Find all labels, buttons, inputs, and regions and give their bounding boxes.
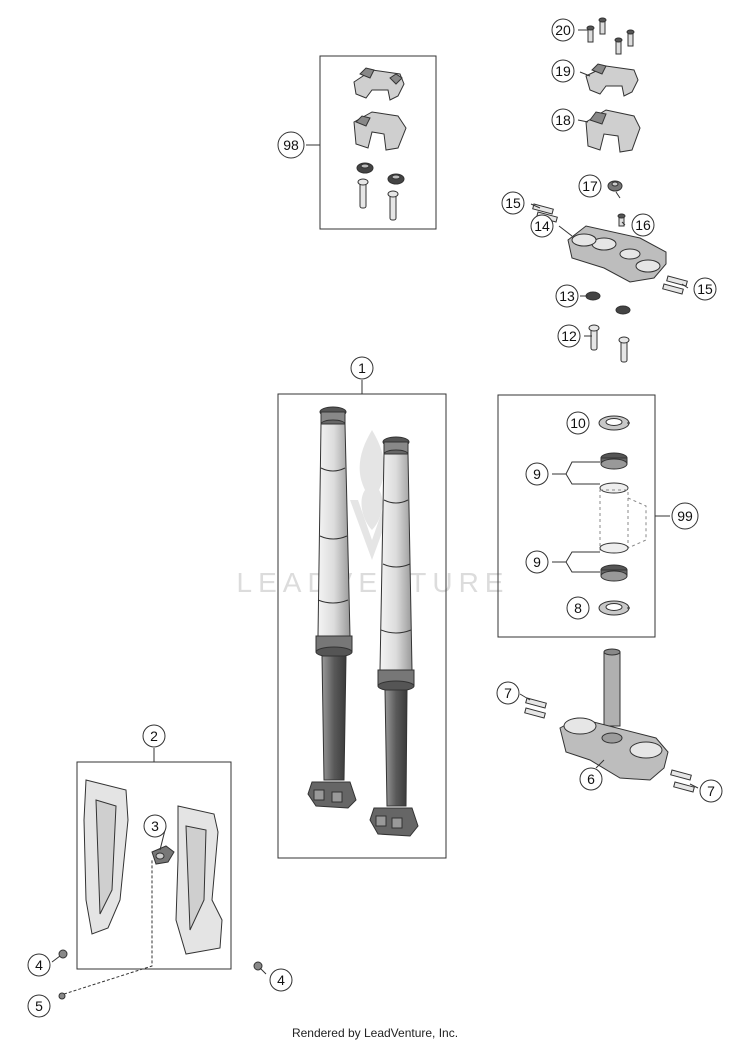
- svg-text:7: 7: [707, 783, 715, 799]
- svg-text:14: 14: [534, 218, 550, 234]
- part-triple-clamp-bottom-6: [559, 648, 669, 781]
- svg-text:15: 15: [505, 195, 521, 211]
- part-bolts-7-right: [670, 769, 695, 793]
- svg-text:10: 10: [570, 415, 586, 431]
- watermark-text: LEADVENTURE: [237, 567, 510, 598]
- callout-98: 98: [277, 131, 305, 159]
- part-screw-5: [58, 992, 66, 1000]
- callout-17-label: 17: [578, 174, 602, 198]
- svg-text:17: 17: [582, 178, 598, 194]
- part-steering-tube-ghost: [599, 489, 647, 551]
- callout-9-upper: 9: [525, 462, 549, 486]
- part-clip-3: [151, 845, 175, 865]
- part-screw-16: [617, 213, 626, 227]
- svg-text:15: 15: [697, 281, 713, 297]
- part-washers-98: [356, 162, 405, 185]
- svg-text:16: 16: [635, 217, 651, 233]
- svg-text:1: 1: [358, 360, 366, 376]
- part-clamp-lower: [353, 111, 407, 151]
- callout-8: 8: [566, 596, 590, 620]
- part-bolts-15-right: [662, 275, 688, 295]
- callout-2: 2: [142, 724, 166, 748]
- svg-text:6: 6: [587, 771, 595, 787]
- callout-16: 16: [631, 213, 655, 237]
- callout-13: 13: [555, 284, 579, 308]
- fork-leg-left: [307, 406, 357, 809]
- svg-text:19: 19: [555, 63, 571, 79]
- leader-dashed-5: [63, 860, 153, 995]
- svg-text:5: 5: [35, 998, 43, 1014]
- part-bolts-98: [357, 178, 399, 221]
- callout-20: 20: [551, 18, 575, 42]
- footer-credit: Rendered by LeadVenture, Inc.: [291, 1026, 459, 1040]
- callout-18: 18: [551, 108, 575, 132]
- callout-10: 10: [566, 411, 590, 435]
- callout-5: 5: [27, 994, 51, 1018]
- svg-text:9: 9: [533, 466, 541, 482]
- callout-6: 6: [579, 767, 603, 791]
- part-seal-8: [598, 600, 630, 616]
- svg-text:98: 98: [283, 137, 299, 153]
- leader-lines: [51, 29, 699, 975]
- svg-text:9: 9: [533, 554, 541, 570]
- svg-text:12: 12: [561, 328, 577, 344]
- svg-text:7: 7: [504, 685, 512, 701]
- part-screws-4: [58, 949, 263, 971]
- part-seal-10: [598, 415, 630, 431]
- callout-7-right: 7: [699, 779, 723, 803]
- fork-leg-right: [369, 436, 419, 837]
- svg-text:18: 18: [555, 112, 571, 128]
- part-bolts-12: [588, 324, 630, 363]
- callout-3: 3: [143, 814, 167, 838]
- part-washers-13: [585, 291, 631, 315]
- svg-text:3: 3: [151, 818, 159, 834]
- callout-99: 99: [671, 502, 699, 530]
- callout-1: 1: [350, 356, 374, 380]
- part-clamp-upper: [353, 67, 405, 101]
- svg-text:2: 2: [150, 728, 158, 744]
- part-clamp-19: [585, 63, 639, 97]
- svg-text:8: 8: [574, 600, 582, 616]
- callout-4-right: 4: [269, 968, 293, 992]
- callout-15-left: 15: [501, 191, 525, 215]
- callout-14: 14: [530, 214, 554, 238]
- group-box-98: [319, 55, 437, 230]
- svg-text:99: 99: [677, 508, 693, 524]
- callout-19: 19: [551, 59, 575, 83]
- fork-guard-left: [83, 779, 129, 935]
- part-bolts-7-left: [524, 697, 547, 719]
- callout-15-right: 15: [693, 277, 717, 301]
- callout-7-left: 7: [496, 681, 520, 705]
- watermark: LEADVENTURE: [237, 430, 510, 598]
- fork-guard-right: [175, 805, 223, 955]
- svg-text:20: 20: [555, 22, 571, 38]
- svg-text:4: 4: [35, 957, 43, 973]
- svg-text:13: 13: [559, 288, 575, 304]
- callout-12: 12: [557, 324, 581, 348]
- callout-17: [604, 175, 626, 197]
- callout-9-lower: 9: [525, 550, 549, 574]
- part-screws-20: [586, 17, 635, 55]
- part-washer-17: [607, 180, 623, 192]
- part-clamp-18: [585, 109, 641, 153]
- part-triple-clamp-top-14: [567, 225, 667, 283]
- callout-4-left: 4: [27, 953, 51, 977]
- part-bearings-9-lower: [599, 542, 629, 582]
- part-bearings-9-upper: [599, 452, 629, 494]
- svg-text:4: 4: [277, 972, 285, 988]
